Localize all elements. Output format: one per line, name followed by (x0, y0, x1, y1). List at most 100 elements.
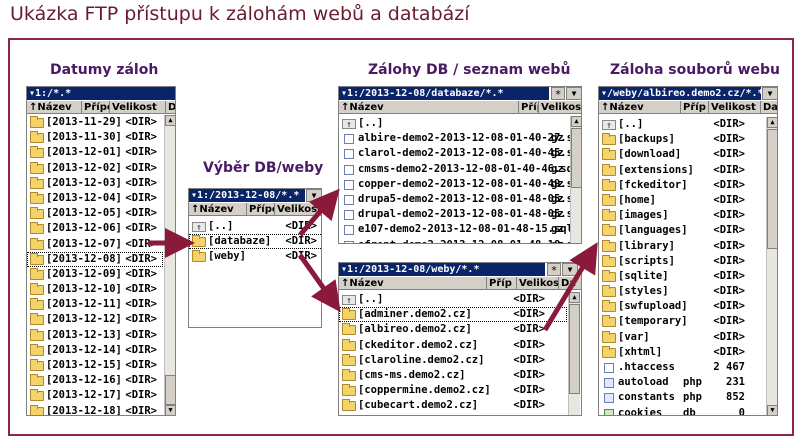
list-item[interactable]: ⇑[..]<DIR> (339, 292, 567, 307)
panel-path[interactable]: ▾1:/2013-12-08/weby/*.* (339, 263, 545, 276)
list-item[interactable]: [2013-12-08]<DIR> (27, 251, 163, 267)
list-item[interactable]: [dalbum.demo2.cz]<DIR> (339, 414, 567, 415)
list-item[interactable]: [var]<DIR> (599, 330, 765, 345)
scroll-up-button[interactable]: ▲ (767, 117, 777, 128)
list-item[interactable]: [2013-12-02]<DIR> (27, 161, 163, 176)
col-ext[interactable]: Příp (681, 101, 709, 114)
col-date[interactable]: Da (168, 102, 176, 113)
list-item[interactable]: [2013-12-15]<DIR> (27, 358, 163, 373)
panel-backup-dates[interactable]: ▾1:/*.* ↑Název Přípo Velikost Da [2013-1… (26, 86, 176, 416)
list-item[interactable]: [2013-12-03]<DIR> (27, 176, 163, 191)
list-item[interactable]: [2013-12-09]<DIR> (27, 267, 163, 282)
scrollbar[interactable]: ▲ (568, 292, 580, 415)
list-item[interactable]: [extensions]<DIR> (599, 163, 765, 178)
chevron-down-icon[interactable]: ▼ (566, 87, 581, 100)
scrollbar[interactable]: ▲ ▼ (164, 115, 175, 415)
filter-star-button[interactable]: * (551, 87, 565, 101)
list-item[interactable]: [sqlite]<DIR> (599, 269, 765, 284)
list-item[interactable]: [temporary]<DIR> (599, 314, 765, 329)
col-name[interactable]: ↑Název (599, 101, 681, 114)
list-item[interactable]: ⇑[..]<DIR> (599, 117, 765, 132)
col-size[interactable]: Velikost (277, 204, 322, 215)
list-item[interactable]: [2013-12-17]<DIR> (27, 388, 163, 403)
col-size[interactable]: Velikos (519, 277, 559, 290)
col-ext[interactable]: Přípo (247, 203, 275, 216)
list-item[interactable]: [2013-12-06]<DIR> (27, 221, 163, 236)
list-item[interactable]: [2013-12-11]<DIR> (27, 297, 163, 312)
list-item[interactable]: [languages]<DIR> (599, 223, 765, 238)
list-item[interactable]: [2013-12-14]<DIR> (27, 343, 163, 358)
col-name[interactable]: ↑Název (27, 101, 82, 114)
list-item[interactable]: [2013-11-29]<DIR> (27, 115, 163, 130)
list-item[interactable]: [claroline.demo2.cz]<DIR> (339, 353, 567, 368)
col-date[interactable]: Da (763, 102, 778, 113)
list-item[interactable]: [2013-12-16]<DIR> (27, 373, 163, 388)
list-item[interactable]: [2013-12-05]<DIR> (27, 206, 163, 221)
column-header[interactable]: ↑Název Přípo Velikost (189, 202, 322, 216)
panel-web-files[interactable]: ▾/weby/albireo.demo2.cz/*.* ▼ ↑Název Pří… (598, 86, 778, 416)
panel-path[interactable]: ▾1:/2013-12-08/databaze/*.* (339, 87, 549, 100)
col-name[interactable]: ↑Název (189, 203, 247, 216)
list-item[interactable]: [2013-12-04]<DIR> (27, 191, 163, 206)
scroll-down-button[interactable]: ▼ (165, 405, 175, 415)
col-date[interactable]: Da (559, 277, 581, 290)
scroll-thumb[interactable] (767, 129, 777, 249)
list-item[interactable]: [cms-ms.demo2.cz]<DIR> (339, 368, 567, 383)
column-header[interactable]: ↑Název Přípo Velikost Da (27, 100, 176, 114)
column-header[interactable]: ↑Název Příp Velikos Da (339, 276, 581, 290)
list-item[interactable]: [2013-12-13]<DIR> (27, 328, 163, 343)
list-item[interactable]: [cubecart.demo2.cz]<DIR> (339, 398, 567, 413)
list-item[interactable]: [xhtml]<DIR> (599, 345, 765, 360)
list-item[interactable]: [scripts]<DIR> (599, 254, 765, 269)
scrollbar[interactable]: ▲ ▼ (766, 117, 777, 415)
panel-path[interactable]: ▾/weby/albireo.demo2.cz/*.* (599, 87, 761, 100)
col-name[interactable]: ↑Název (339, 277, 487, 290)
list-item[interactable]: [fckeditor]<DIR> (599, 178, 765, 193)
list-item[interactable]: [ckeditor.demo2.cz]<DIR> (339, 338, 567, 353)
list-item[interactable]: [home]<DIR> (599, 193, 765, 208)
scroll-thumb[interactable] (165, 375, 175, 405)
panel-path[interactable]: ▾1:/2013-12-08/*.* (189, 189, 305, 202)
list-item[interactable]: [2013-12-10]<DIR> (27, 282, 163, 297)
col-size[interactable]: Velikost (541, 102, 582, 113)
list-item[interactable]: [2013-12-12]<DIR> (27, 312, 163, 327)
list-item[interactable]: [backups]<DIR> (599, 132, 765, 147)
file-list[interactable]: ⇑[..]<DIR>[backups]<DIR>[download]<DIR>[… (599, 117, 765, 415)
list-item[interactable]: [albireo.demo2.cz]<DIR> (339, 322, 567, 337)
file-list[interactable]: [2013-11-29]<DIR>[2013-11-30]<DIR>[2013-… (27, 115, 163, 415)
scroll-down-button[interactable]: ▼ (767, 405, 777, 415)
list-item[interactable]: ⇑[..] (339, 116, 569, 131)
list-item[interactable]: [2013-11-30]<DIR> (27, 130, 163, 145)
col-size[interactable]: Velikost (709, 101, 761, 114)
file-list[interactable]: ⇑[..]albire-demo2-2013-12-08-01-40-27.sq… (339, 116, 581, 243)
list-item[interactable]: [download]<DIR> (599, 147, 765, 162)
list-item[interactable]: [styles]<DIR> (599, 284, 765, 299)
list-item[interactable]: [images]<DIR> (599, 208, 765, 223)
list-item[interactable]: [2013-12-18]<DIR> (27, 404, 163, 415)
list-item[interactable]: [library]<DIR> (599, 239, 765, 254)
col-ext[interactable]: Přípo (82, 101, 110, 114)
col-ext[interactable]: Příp (487, 277, 517, 290)
list-item[interactable]: [weby]<DIR> (189, 249, 321, 264)
chevron-down-icon[interactable]: ▼ (762, 87, 777, 100)
list-item[interactable]: [2013-12-01]<DIR> (27, 145, 163, 160)
col-name[interactable]: ↑Název (339, 101, 519, 114)
col-ext[interactable]: Příp (519, 101, 539, 114)
file-list[interactable]: ⇑[..]<DIR>[databaze]<DIR>[weby]<DIR> (189, 219, 321, 265)
list-item[interactable]: [swfupload]<DIR> (599, 299, 765, 314)
list-item[interactable]: [adminer.demo2.cz]<DIR> (339, 307, 567, 323)
column-header[interactable]: ↑Název Příp Velikost (339, 100, 582, 114)
scroll-up-button[interactable]: ▲ (571, 116, 581, 127)
